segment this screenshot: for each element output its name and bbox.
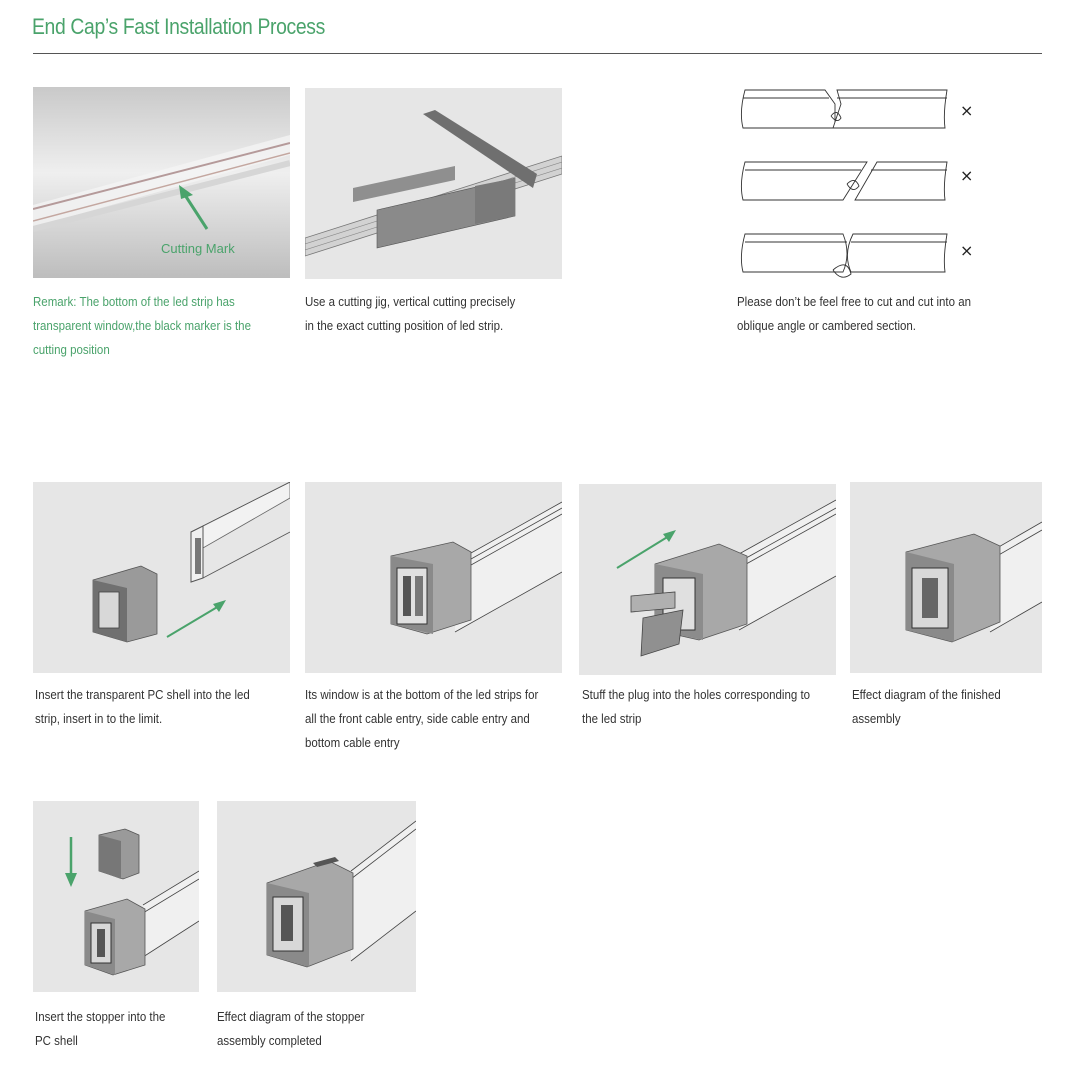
- diagram-insert-stopper: [33, 801, 199, 992]
- diagram-stopper-completed: [217, 801, 416, 992]
- caption-stuff-plug: Stuff the plug into the holes correspond…: [582, 688, 811, 726]
- caption-stopper-completed: Effect diagram of the stopper assembly c…: [217, 1010, 365, 1048]
- caption-shell-window: Its window is at the bottom of the led s…: [305, 688, 539, 750]
- diagram-stuff-plug: [579, 484, 836, 675]
- caption-wrong-cuts: Please don’t be feel free to cut and cut…: [737, 295, 971, 333]
- diagram-cutting-jig: [305, 88, 562, 279]
- wrong-mark-1: ×: [960, 101, 974, 120]
- wrong-cut-3: [740, 233, 948, 278]
- cutting-mark-label: Cutting Mark: [161, 241, 235, 256]
- wrong-cut-2: [740, 161, 948, 201]
- photo-cutting-mark: Cutting Mark: [33, 87, 290, 278]
- wrong-mark-3: ×: [960, 241, 974, 260]
- wrong-mark-2: ×: [960, 166, 974, 185]
- caption-cutting-mark: Remark: The bottom of the led strip has …: [33, 295, 251, 357]
- diagram-wrong-cuts: [737, 84, 952, 279]
- diagram-finished-assembly: [850, 482, 1042, 673]
- caption-insert-stopper: Insert the stopper into the PC shell: [35, 1010, 166, 1048]
- caption-finished-assembly: Effect diagram of the finished assembly: [852, 688, 1001, 726]
- wrong-cut-1: [740, 89, 948, 129]
- page-title: End Cap’s Fast Installation Process: [32, 14, 325, 39]
- diagram-shell-window: [305, 482, 562, 673]
- caption-cutting-jig: Use a cutting jig, vertical cutting prec…: [305, 295, 516, 333]
- diagram-insert-shell: [33, 482, 290, 673]
- title-divider: [33, 53, 1042, 54]
- caption-insert-shell: Insert the transparent PC shell into the…: [35, 688, 250, 726]
